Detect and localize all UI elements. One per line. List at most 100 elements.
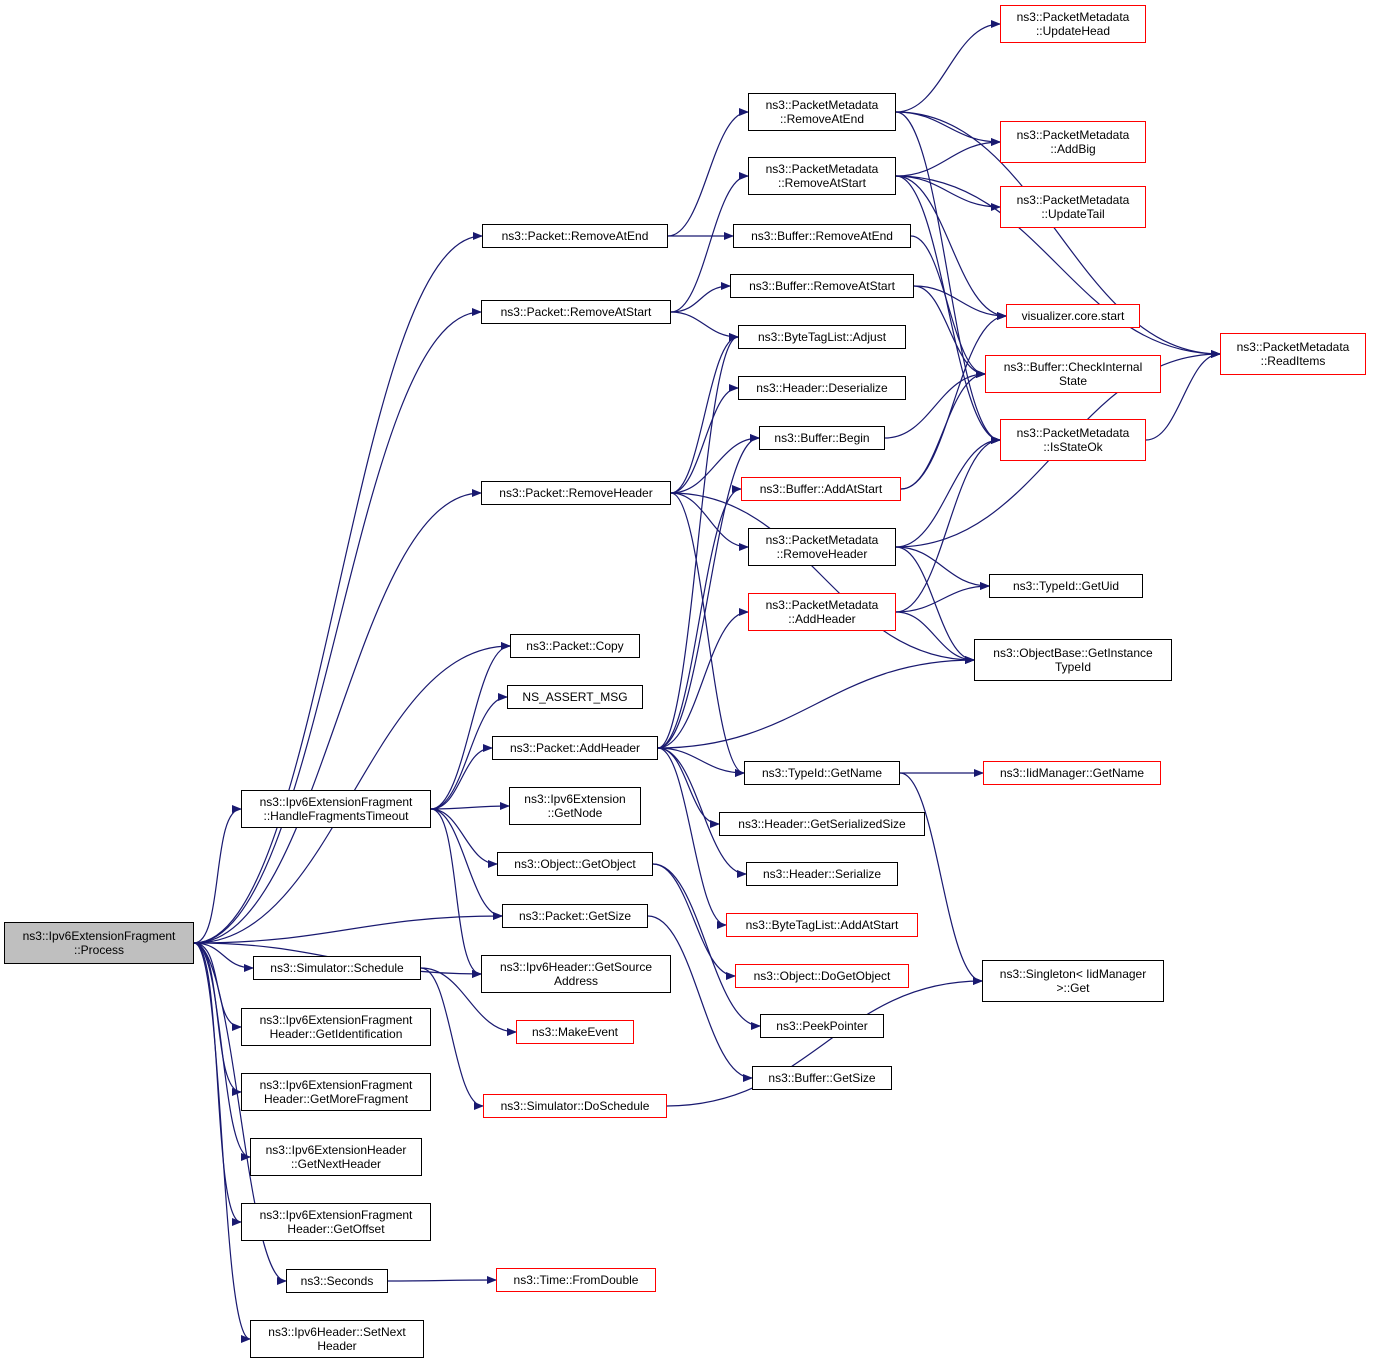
node-pm-removeatend[interactable]: ns3::PacketMetadata::RemoveAtEnd	[748, 93, 896, 131]
edge-process-to-pkt-getsize	[193, 912, 503, 944]
node-buf-begin[interactable]: ns3::Buffer::Begin	[759, 426, 885, 450]
node-ipv6ext-getnode[interactable]: ns3::Ipv6Extension::GetNode	[509, 787, 641, 825]
node-hft[interactable]: ns3::Ipv6ExtensionFragment::HandleFragme…	[241, 790, 431, 828]
node-label-line: Address	[553, 974, 599, 988]
node-typeid-getname[interactable]: ns3::TypeId::GetName	[744, 761, 900, 785]
edge-pm-removeheader-to-typeid-getuid	[895, 546, 990, 590]
node-seconds[interactable]: ns3::Seconds	[286, 1269, 388, 1293]
node-label-line: ns3::Buffer::CheckInternal	[1003, 360, 1143, 374]
node-label-line: ::HandleFragmentsTimeout	[263, 809, 409, 823]
node-pkt-addheader[interactable]: ns3::Packet::AddHeader	[492, 736, 658, 760]
node-label-line: ns3::PeekPointer	[776, 1019, 868, 1033]
edge-process-to-seconds	[193, 942, 287, 1285]
edge-pkt-addheader-to-buf-addatstart	[657, 485, 742, 749]
node-pm-isstateok[interactable]: ns3::PacketMetadata::IsStateOk	[1000, 419, 1146, 461]
node-pm-updatehead[interactable]: ns3::PacketMetadata::UpdateHead	[1000, 5, 1146, 43]
node-label-line: ns3::Ipv6Header::SetNext	[268, 1325, 406, 1339]
node-pm-addheader[interactable]: ns3::PacketMetadata::AddHeader	[748, 593, 896, 631]
node-peekpointer[interactable]: ns3::PeekPointer	[760, 1014, 884, 1038]
edge-pkt-removeheader-to-btl-adjust	[670, 333, 739, 494]
node-makeevent[interactable]: ns3::MakeEvent	[516, 1020, 634, 1044]
node-hdr-getserialized[interactable]: ns3::Header::GetSerializedSize	[719, 812, 925, 836]
edge-hft-to-pkt-copy	[430, 642, 511, 810]
node-label-line: ns3::Ipv6ExtensionFragment	[259, 795, 413, 809]
edge-buf-addatstart-to-buf-checkinternal	[900, 370, 986, 490]
node-getnexthdr[interactable]: ns3::Ipv6ExtensionHeader::GetNextHeader	[250, 1138, 422, 1176]
node-label-line: ns3::PacketMetadata	[1016, 193, 1130, 207]
edge-pm-removeatend-to-pm-updatehead	[895, 20, 1001, 113]
node-hdr-deserialize[interactable]: ns3::Header::Deserialize	[738, 376, 906, 400]
node-pkt-removeatstart[interactable]: ns3::Packet::RemoveAtStart	[481, 300, 671, 324]
node-obj-dogetobject[interactable]: ns3::Object::DoGetObject	[735, 964, 909, 988]
node-pm-addbig[interactable]: ns3::PacketMetadata::AddBig	[1000, 121, 1146, 163]
node-label-line: ns3::Packet::GetSize	[518, 909, 632, 923]
node-pkt-removeheader[interactable]: ns3::Packet::RemoveHeader	[481, 481, 671, 505]
node-schedule[interactable]: ns3::Simulator::Schedule	[253, 956, 421, 980]
node-label-line: NS_ASSERT_MSG	[522, 690, 628, 704]
node-label-line: ns3::Ipv6ExtensionFragment	[259, 1208, 413, 1222]
node-label-line: visualizer.core.start	[1021, 309, 1125, 323]
node-label-line: ns3::Ipv6Extension	[524, 792, 626, 806]
edge-schedule-to-makeevent	[420, 967, 517, 1036]
node-vis-start[interactable]: visualizer.core.start	[1006, 304, 1140, 328]
node-iidmanager-getname[interactable]: ns3::IidManager::GetName	[983, 761, 1161, 785]
edge-pkt-addheader-to-buf-begin	[657, 434, 760, 749]
node-label-line: Header	[317, 1339, 357, 1353]
node-hdr-serialize[interactable]: ns3::Header::Serialize	[746, 862, 898, 886]
node-ns-assert[interactable]: NS_ASSERT_MSG	[507, 685, 643, 709]
node-btl-adjust[interactable]: ns3::ByteTagList::Adjust	[738, 325, 906, 349]
node-buf-getsize[interactable]: ns3::Buffer::GetSize	[752, 1066, 892, 1090]
edge-buf-removeatstart-to-vis-start	[913, 285, 1007, 320]
node-label-line: ns3::Ipv6Header::GetSource	[499, 960, 653, 974]
node-label-line: ns3::PacketMetadata	[1236, 340, 1350, 354]
node-label-line: ::Process	[73, 943, 124, 957]
node-pkt-getsize[interactable]: ns3::Packet::GetSize	[502, 904, 648, 928]
node-typeid-getuid[interactable]: ns3::TypeId::GetUid	[989, 574, 1143, 598]
node-label-line: ns3::PacketMetadata	[765, 98, 879, 112]
node-label-line: ::IsStateOk	[1043, 440, 1103, 454]
node-label-line: ns3::Buffer::GetSize	[768, 1071, 876, 1085]
node-pkt-copy[interactable]: ns3::Packet::Copy	[510, 634, 640, 658]
node-pkt-removeatend[interactable]: ns3::Packet::RemoveAtEnd	[482, 224, 668, 248]
node-doschedule[interactable]: ns3::Simulator::DoSchedule	[483, 1094, 667, 1118]
node-pm-removeatstart[interactable]: ns3::PacketMetadata::RemoveAtStart	[748, 157, 896, 195]
node-label-line: ::AddHeader	[788, 612, 856, 626]
node-label-line: ns3::Header::GetSerializedSize	[738, 817, 906, 831]
node-label-line: ns3::IidManager::GetName	[999, 766, 1145, 780]
node-label-line: State	[1058, 374, 1088, 388]
edge-process-to-pkt-removeatend	[193, 232, 483, 944]
node-singleton-get[interactable]: ns3::Singleton< IidManager>::Get	[982, 960, 1164, 1002]
node-btl-addatstart[interactable]: ns3::ByteTagList::AddAtStart	[726, 913, 918, 937]
node-obj-getobject[interactable]: ns3::Object::GetObject	[497, 852, 653, 876]
edge-hft-to-obj-getobject	[430, 808, 498, 868]
edge-process-to-setnext	[193, 942, 251, 1343]
node-fromdouble[interactable]: ns3::Time::FromDouble	[496, 1268, 656, 1292]
node-label-line: ns3::Buffer::RemoveAtEnd	[751, 229, 893, 243]
edge-pm-removeatstart-to-pm-addbig	[895, 138, 1001, 177]
edge-process-to-getnexthdr	[193, 942, 251, 1161]
node-buf-removeatstart[interactable]: ns3::Buffer::RemoveAtStart	[730, 274, 914, 298]
node-pm-readitems[interactable]: ns3::PacketMetadata::ReadItems	[1220, 333, 1366, 375]
edge-pkt-removeheader-to-pm-removeheader	[670, 492, 749, 551]
node-label-line: ::UpdateHead	[1035, 24, 1111, 38]
node-label-line: ns3::Packet::RemoveAtEnd	[501, 229, 649, 243]
node-buf-removeatend[interactable]: ns3::Buffer::RemoveAtEnd	[733, 224, 911, 248]
node-pm-removeheader[interactable]: ns3::PacketMetadata::RemoveHeader	[748, 528, 896, 566]
edge-buf-removeatstart-to-buf-checkinternal	[913, 285, 986, 378]
edge-process-to-pkt-removeatstart	[193, 308, 482, 944]
edge-pm-removeatstart-to-pm-readitems	[895, 175, 1221, 358]
node-buf-addatstart[interactable]: ns3::Buffer::AddAtStart	[741, 477, 901, 501]
edge-pkt-addheader-to-typeid-getname	[657, 747, 745, 777]
node-label-line: ns3::TypeId::GetName	[761, 766, 883, 780]
node-label-line: ns3::PacketMetadata	[765, 162, 879, 176]
node-pm-updatetail[interactable]: ns3::PacketMetadata::UpdateTail	[1000, 186, 1146, 228]
edge-typeid-getname-to-singleton-get	[899, 772, 983, 985]
